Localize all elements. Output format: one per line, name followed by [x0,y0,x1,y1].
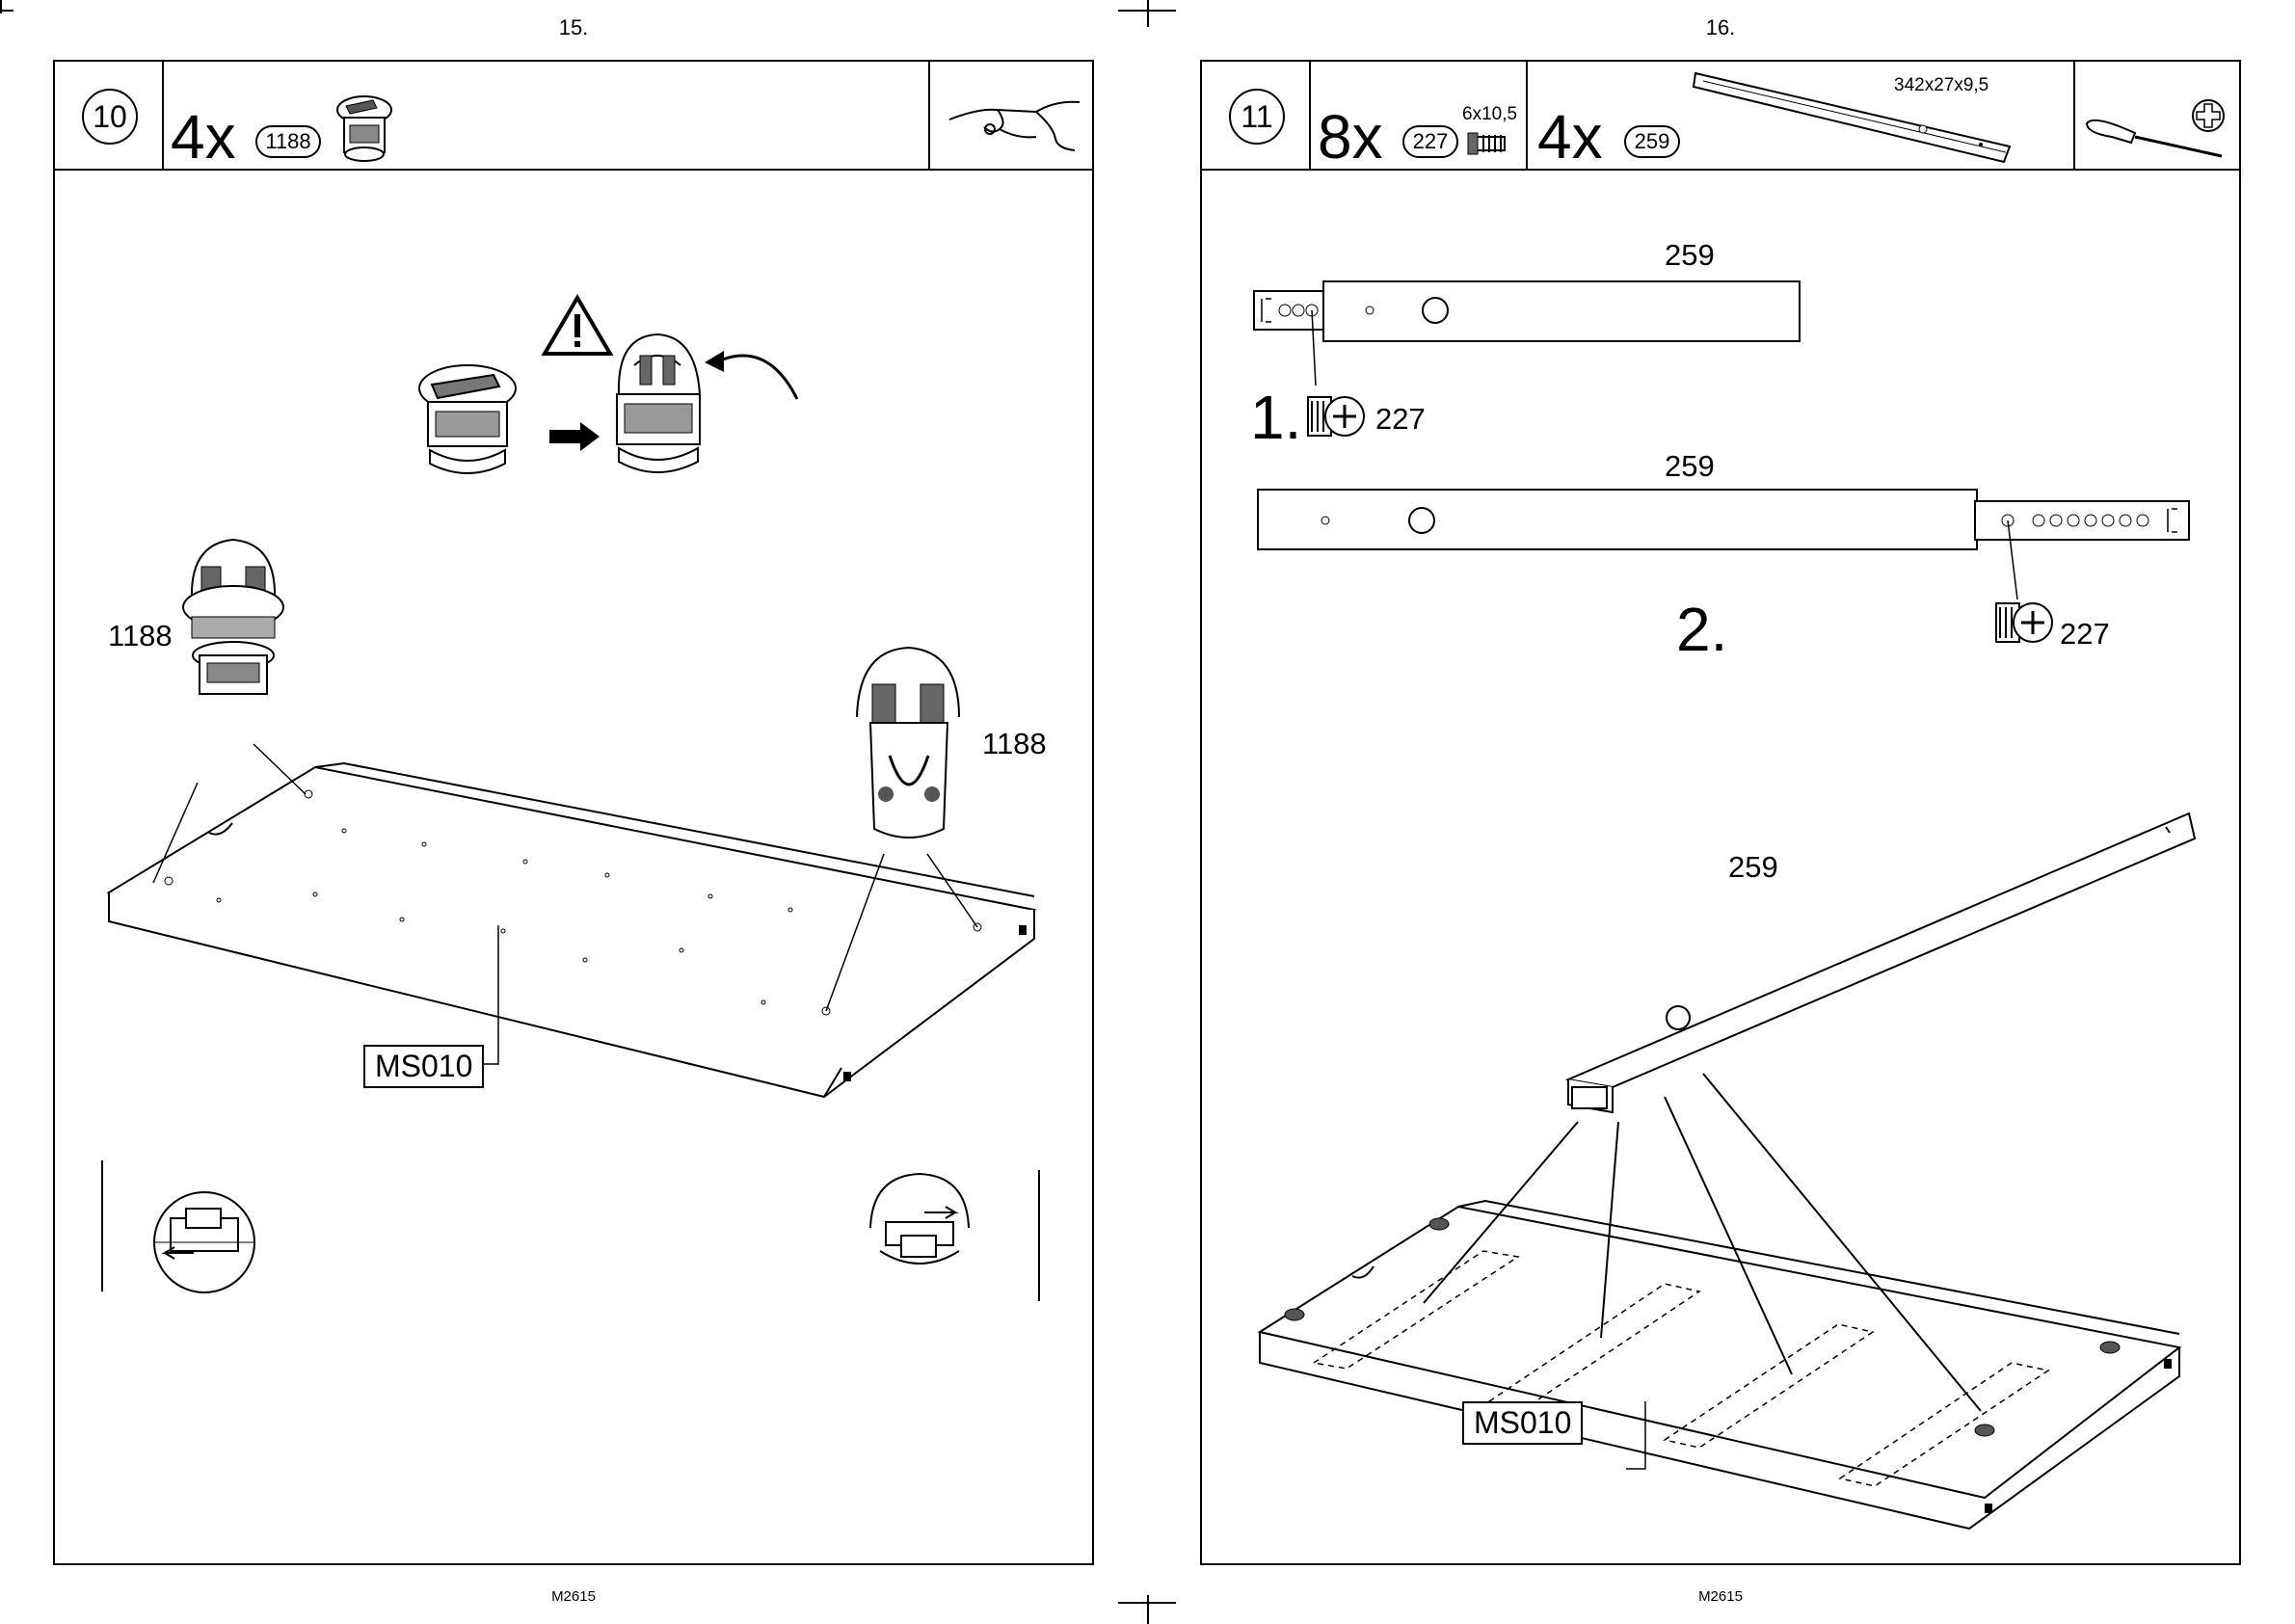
cam-detail-right [867,1170,973,1276]
step-number-cell: 10 [53,60,164,169]
rotate-arrow-icon [701,341,807,409]
screw-quantity: 8x [1318,106,1383,168]
phillips-icon [2191,98,2226,133]
step-header: 11 8x 227 6x10,5 4x 259 342x27x9,5 [1200,60,2241,171]
cam-lock-icon [334,93,394,164]
hint-cell [928,60,930,169]
substep-1-number: 1. [1250,382,1301,453]
page-footer: M2615 [0,1588,1147,1605]
page-number: 16. [1147,15,2294,40]
page-16: 16. 11 8x 227 6x10,5 4x 259 342x27x9,5 [1147,0,2294,1624]
screw-size: 6x10,5 [1462,104,1517,125]
rail-icon [1692,69,2019,166]
rail-extended-2 [1256,488,2201,652]
panel-label: MS010 [363,1045,484,1088]
step-header: 10 4x 1188 [53,60,1094,171]
rail-label-2: 259 [1665,449,1715,484]
part-label-1188-left: 1188 [108,619,173,653]
rail-quantity: 4x [1537,106,1603,168]
rail-extended-1 [1252,280,1811,347]
detail-divider [101,1160,103,1291]
cam-closed-illustration [414,358,520,483]
page-15: 15. 10 4x 1188 [0,0,1147,1624]
panel-ms010-illustration [55,698,1096,1141]
hand-pointing-icon [940,81,1084,158]
cam-open-illustration [600,327,715,481]
step-number: 11 [1229,89,1285,145]
panel-label: MS010 [1462,1401,1583,1445]
part-quantity: 4x [171,106,236,168]
part-id-badge: 1188 [255,125,321,158]
screw-label-1: 227 [1375,402,1426,437]
step-number: 10 [82,89,138,145]
detail-divider [1038,1170,1040,1301]
step-frame: 10 4x 1188 [53,60,1094,1565]
screw-label-2: 227 [2060,617,2110,652]
substep-2-number: 2. [1676,594,1727,665]
screw-227-icon-1 [1302,387,1370,445]
screw-id-badge: 227 [1402,125,1458,158]
tool-cell-divider [2073,60,2075,169]
part-cell-divider [1526,60,1528,169]
rail-label-1: 259 [1665,238,1715,273]
screw-icon [1466,129,1510,158]
step-frame: 11 8x 227 6x10,5 4x 259 342x27x9,5 [1200,60,2241,1565]
step-number-cell: 11 [1200,60,1311,169]
page-footer: M2615 [1147,1588,2294,1605]
panel-with-rails-illustration [1202,746,2243,1517]
page-number: 15. [0,15,1147,40]
screw-227-icon-2 [1990,594,2058,652]
arrow-right-icon [547,420,601,453]
rail-id-badge: 259 [1624,125,1680,158]
cam-detail-left [151,1189,257,1295]
